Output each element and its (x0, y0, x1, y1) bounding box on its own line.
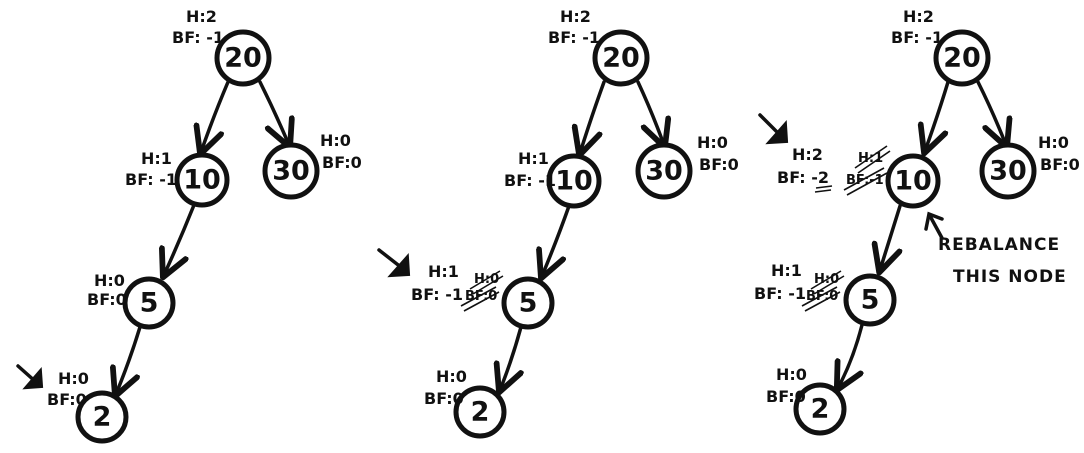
svg-text:10: 10 (894, 166, 932, 197)
panel-3: 20 10 30 5 2 H:2 BF: -1 H:2 BF: -2 H:1 (754, 7, 1080, 436)
pointer-arrow-icon (377, 248, 411, 278)
node-5-bf-label: BF: -1 (411, 285, 463, 304)
edge-20-30 (976, 80, 1006, 145)
node-2: 2 (793, 382, 847, 436)
node-10-height-label: H:2 (792, 145, 823, 164)
node-10-old-values-crossed: H:1 BF:-1 (843, 145, 891, 196)
node-20-height-label: H:2 (186, 7, 217, 26)
svg-text:20: 20 (602, 43, 640, 74)
panel-1: 20 10 30 5 2 H:2 BF: -1 H:1 BF: -1 H:0 B… (16, 7, 362, 444)
node-20-bf-label: BF: -1 (891, 28, 943, 47)
edge-20-10 (580, 80, 606, 153)
node-5-bf-label: BF:0 (87, 290, 127, 309)
node-2-bf-label: BF:0 (766, 387, 806, 406)
node-30-bf-label: BF:0 (322, 153, 362, 172)
node-5-height-label: H:0 (94, 271, 125, 290)
node-20: 20 (214, 29, 272, 87)
node-5: 5 (122, 276, 176, 330)
svg-text:2: 2 (471, 397, 490, 428)
node-2-height-label: H:0 (436, 367, 467, 386)
node-10: 10 (885, 153, 941, 209)
edge-5-2 (116, 325, 142, 394)
svg-text:2: 2 (811, 394, 830, 425)
node-5-old-values-crossed: H:0 BF:0 (460, 270, 504, 312)
svg-text:20: 20 (224, 43, 262, 74)
pointer-arrow-icon (758, 113, 789, 145)
panel-2: 20 10 30 5 2 H:2 BF: -1 H:1 BF: -1 H:0 B… (377, 7, 739, 439)
node-2-height-label: H:0 (58, 369, 89, 388)
node-2-bf-label: BF:0 (424, 389, 464, 408)
edge-20-10 (201, 80, 230, 152)
node-5: 5 (843, 273, 897, 327)
node-2-bf-label: BF:0 (47, 390, 87, 409)
pointer-arrow-icon (16, 364, 44, 390)
node-5-bf-label: BF: -1 (754, 284, 806, 303)
node-20-bf-label: BF: -1 (172, 28, 224, 47)
svg-text:5: 5 (140, 288, 159, 319)
node-5-old-values-crossed: H:0 BF:0 (801, 270, 845, 312)
rebalance-note-line1: REBALANCE (938, 235, 1060, 255)
edge-5-2 (838, 323, 864, 388)
edge-10-5 (880, 204, 900, 270)
node-10-height-label: H:1 (141, 149, 172, 168)
node-2: 2 (75, 390, 129, 444)
svg-text:10: 10 (555, 166, 593, 197)
node-30-height-label: H:0 (1038, 133, 1069, 152)
svg-text:2: 2 (93, 402, 112, 433)
node-20: 20 (933, 29, 991, 87)
svg-text:10: 10 (183, 165, 221, 196)
node-20-bf-label: BF: -1 (548, 28, 600, 47)
edge-20-10 (925, 80, 950, 151)
edge-10-5 (164, 203, 196, 275)
node-30-bf-label: BF:0 (699, 155, 739, 174)
svg-text:30: 30 (645, 156, 683, 187)
node-10-bf-underline (814, 185, 833, 193)
edge-5-2 (500, 325, 521, 390)
node-30: 30 (635, 142, 693, 200)
node-10-bf-label: BF: -1 (125, 170, 177, 189)
node-5: 5 (501, 276, 555, 330)
node-2-height-label: H:0 (776, 365, 807, 384)
node-30-bf-label: BF:0 (1040, 155, 1080, 174)
node-10: 10 (174, 152, 230, 208)
svg-text:20: 20 (943, 43, 981, 74)
svg-text:5: 5 (861, 285, 880, 316)
node-10-bf-label: BF: -1 (504, 171, 556, 190)
node-30: 30 (262, 142, 320, 200)
node-10-bf-label: BF: -2 (777, 168, 829, 187)
svg-text:30: 30 (272, 156, 310, 187)
node-5-height-label: H:1 (771, 261, 802, 280)
node-30: 30 (979, 142, 1037, 200)
node-20-height-label: H:2 (560, 7, 591, 26)
up-arrow-icon (924, 211, 944, 240)
edge-10-5 (542, 204, 571, 276)
node-30-height-label: H:0 (697, 133, 728, 152)
svg-text:30: 30 (989, 156, 1027, 187)
edge-20-30 (636, 80, 664, 145)
node-10-height-label: H:1 (518, 149, 549, 168)
node-10: 10 (546, 153, 602, 209)
node-20-height-label: H:2 (903, 7, 934, 26)
node-5-height-label: H:1 (428, 262, 459, 281)
edge-20-30 (258, 80, 289, 145)
rebalance-note-line2: THIS NODE (953, 267, 1067, 287)
svg-text:5: 5 (519, 288, 538, 319)
node-2: 2 (453, 385, 507, 439)
node-30-height-label: H:0 (320, 131, 351, 150)
node-20: 20 (592, 29, 650, 87)
